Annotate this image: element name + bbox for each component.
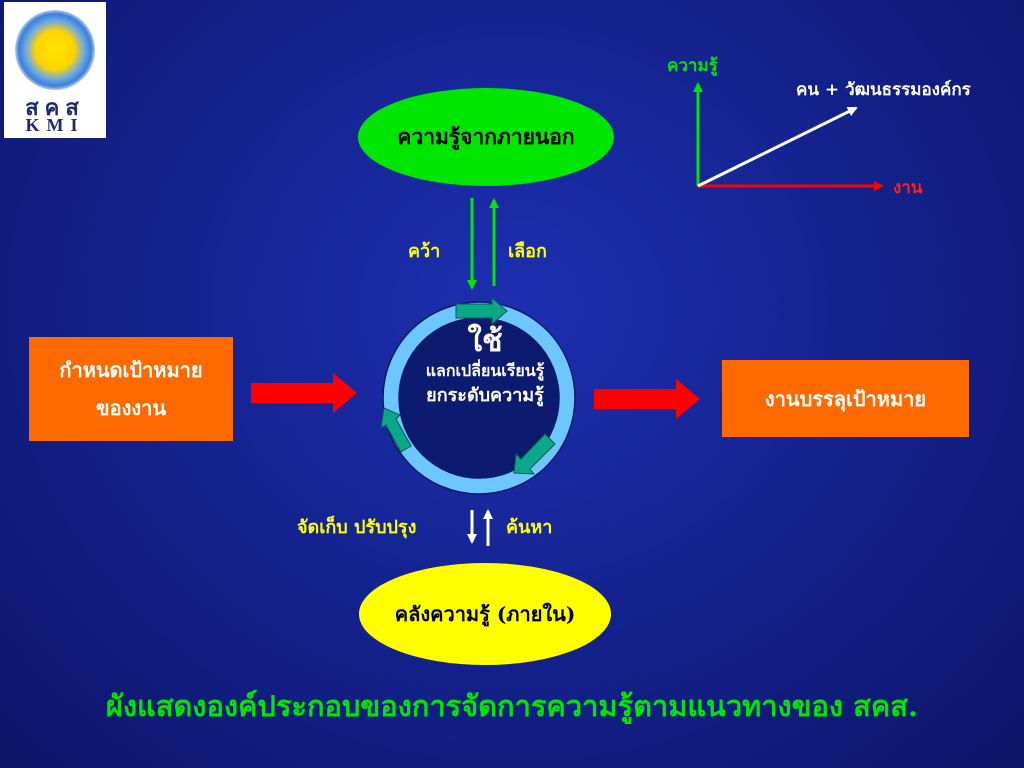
result-label: งานบรรลุเป้าหมาย (764, 386, 927, 411)
diagram-caption: ผังแสดงองค์ประกอบของการจัดการความรู้ตามแ… (105, 689, 919, 723)
search-label: ค้นหา (506, 517, 553, 538)
knowledge-store-ellipse: คลังความรู้ (ภายใน) (359, 563, 611, 665)
kmi-logo: สคส KMI (4, 2, 106, 138)
logo-english-text: KMI (25, 115, 85, 135)
store-improve-label: จัดเก็บ ปรับปรุง (297, 517, 417, 538)
cycle-arrow-left-icon (380, 407, 412, 453)
cycle-to-result-arrow (594, 379, 700, 419)
graph-x-label: งาน (893, 178, 923, 198)
graph-diagonal-arrow (697, 106, 858, 188)
use-label: ใช้ (467, 324, 503, 359)
cycle-center-text: ใช้ แลกเปลี่ยนเรียนรู้ ยกระดับความรู้ (380, 325, 590, 409)
result-box: งานบรรลุเป้าหมาย (722, 360, 969, 437)
sun-logo-icon (15, 10, 95, 90)
goal-line-2: ของงาน (95, 396, 167, 420)
logo-thai-text: สคส (25, 96, 85, 121)
knowledge-store-label: คลังความรู้ (ภายใน) (394, 602, 576, 626)
graph-y-label: ความรู้ (667, 56, 718, 76)
cycle-arrow-bottom-right-icon (513, 433, 556, 475)
upgrade-label: ยกระดับความรู้ (426, 385, 544, 406)
goal-to-cycle-arrow (251, 373, 357, 413)
external-knowledge-label: ความรู้จากภายนอก (397, 123, 575, 149)
exchange-label: แลกเปลี่ยนเรียนรู้ (425, 361, 545, 380)
grab-label: คว้า (408, 241, 441, 262)
goal-line-1: กำหนดเป้าหมาย (59, 358, 203, 382)
external-knowledge-ellipse: ความรู้จากภายนอก (358, 88, 614, 186)
goal-box: กำหนดเป้าหมาย ของงาน (29, 337, 233, 441)
select-label: เลือก (508, 241, 547, 262)
graph-diagonal-label: คน + วัฒนธรรมองค์กร (796, 80, 971, 100)
cycle-arrow-top-icon (455, 296, 508, 326)
